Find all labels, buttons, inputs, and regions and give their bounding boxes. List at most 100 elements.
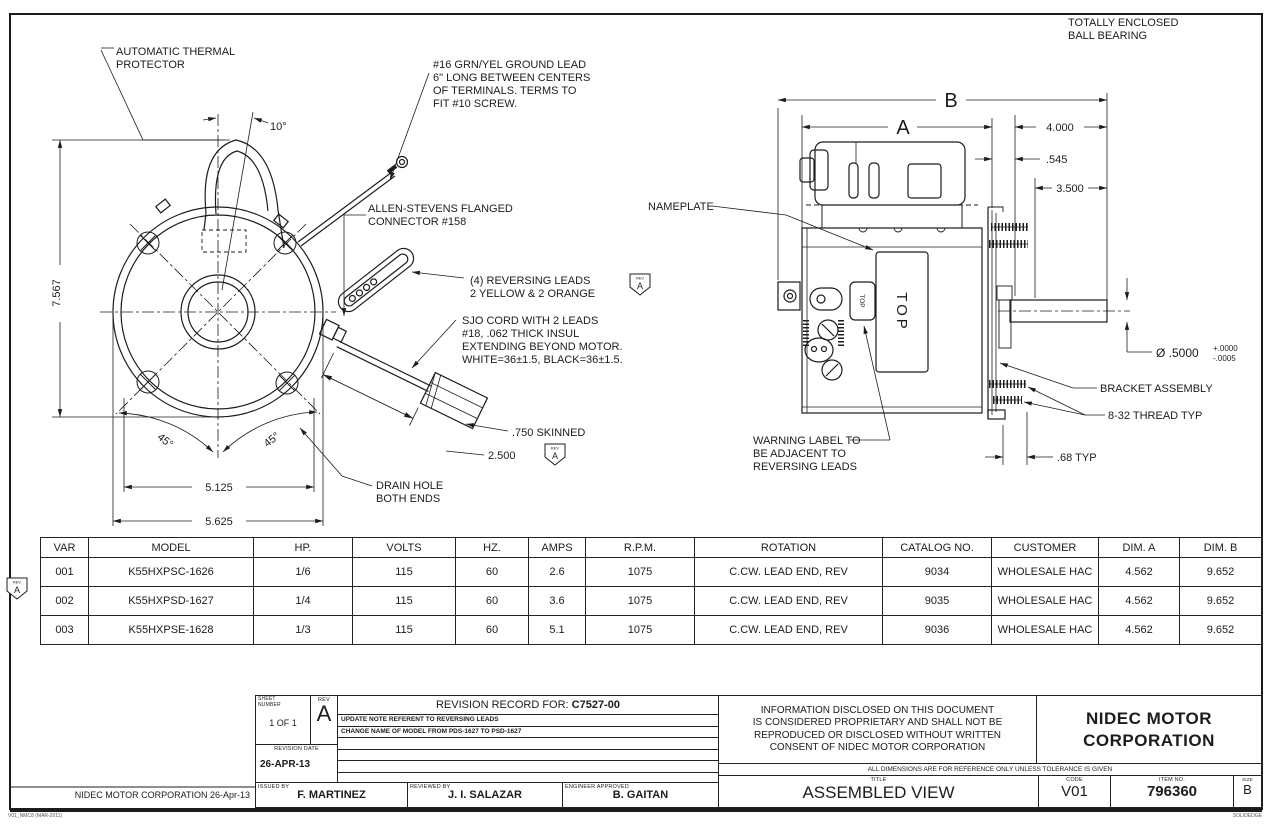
spec-table: VAR MODEL HP. VOLTS HZ. AMPS R.P.M. ROTA…	[40, 537, 1262, 645]
label-connector: ALLEN-STEVENS FLANGED	[368, 203, 513, 215]
svg-text:REVERSING LEADS: REVERSING LEADS	[753, 461, 857, 473]
label-thermal-protector: AUTOMATIC THERMAL	[116, 46, 235, 58]
item-value: 796360	[1146, 783, 1198, 800]
rev-value: A	[316, 701, 332, 726]
warning-label-rect	[849, 281, 876, 321]
side-labels: TOTALLY ENCLOSED BALL BEARING B A 4.000 …	[648, 17, 1238, 473]
col-volts: VOLTS	[352, 537, 456, 558]
svg-text:BE ADJACENT TO: BE ADJACENT TO	[753, 448, 846, 460]
svg-text:REV: REV	[636, 276, 645, 281]
col-var: VAR	[40, 537, 89, 558]
col-amps: AMPS	[528, 537, 586, 558]
tolerance-note: ALL DIMENSIONS ARE FOR REFERENCE ONLY UN…	[867, 766, 1113, 773]
col-customer: CUSTOMER	[991, 537, 1099, 558]
label-thread: 8-32 THREAD TYP	[1108, 410, 1202, 422]
svg-text:6" LONG BETWEEN CENTERS: 6" LONG BETWEEN CENTERS	[433, 72, 590, 84]
issued-by-label: ISSUED BY	[258, 784, 290, 790]
svg-text:2 YELLOW & 2 ORANGE: 2 YELLOW & 2 ORANGE	[470, 288, 595, 300]
dim-10deg	[202, 117, 269, 124]
title-cell: TITLE ASSEMBLED VIEW	[718, 775, 1039, 808]
col-catalog: CATALOG NO.	[882, 537, 992, 558]
label-dim-b: B	[944, 90, 957, 112]
front-leaders	[100, 47, 509, 487]
col-hp: HP.	[253, 537, 353, 558]
sheet-border	[9, 13, 1263, 812]
svg-text:REV: REV	[13, 580, 22, 585]
item-cell: ITEM NO. 796360	[1110, 775, 1234, 808]
svg-text:A: A	[14, 585, 20, 595]
label-dim-a: A	[896, 117, 910, 139]
dim-68	[985, 412, 1053, 465]
label-top-small: TOP	[858, 294, 865, 307]
revision-note-empty	[338, 761, 718, 773]
drawing-title: ASSEMBLED VIEW	[802, 783, 955, 802]
label-dim-545: .545	[1046, 154, 1067, 166]
company-name: NIDEC MOTOR CORPORATION	[1083, 709, 1215, 750]
label-dim-5125: 5.125	[205, 482, 233, 494]
connector-fitting	[318, 318, 348, 343]
reviewed-by-cell: REVIEWED BY J. I. SALAZAR	[407, 782, 563, 808]
size-cell: SIZE B	[1233, 775, 1262, 808]
item-label: ITEM NO.	[1158, 777, 1186, 783]
revision-record-number: C7527-00	[571, 699, 620, 711]
label-ground-lead: #16 GRN/YEL GROUND LEAD	[433, 59, 586, 71]
size-value: B	[1243, 782, 1252, 797]
rev-label: REV	[318, 697, 330, 703]
revision-note-empty	[338, 738, 718, 750]
sheet-number-value: 1 OF 1	[269, 718, 297, 728]
terminal-box	[799, 141, 966, 206]
issued-by-cell: ISSUED BY F. MARTINEZ	[255, 782, 408, 808]
label-skinned: .750 SKINNED	[512, 427, 585, 439]
label-drain-hole: DRAIN HOLE	[376, 480, 443, 492]
company-cell: NIDEC MOTOR CORPORATION	[1036, 695, 1262, 764]
code-value: V01	[1061, 783, 1088, 800]
svg-text:REV: REV	[551, 446, 560, 451]
label-top: TOP	[893, 292, 910, 332]
engineer-approved-value: B. GAITAN	[612, 789, 669, 801]
proprietary-note-cell: INFORMATION DISCLOSED ON THIS DOCUMENT I…	[718, 695, 1037, 764]
svg-text:A: A	[637, 281, 643, 291]
label-tol-plus: +.0000	[1213, 344, 1238, 353]
svg-text:BALL BEARING: BALL BEARING	[1068, 30, 1147, 42]
revision-note-empty	[338, 750, 718, 762]
reversing-leads-bundle	[337, 247, 415, 313]
label-dim-3500: 3.500	[1056, 183, 1084, 195]
front-labels: AUTOMATIC THERMAL PROTECTOR 10° #16 GRN/…	[51, 46, 623, 528]
label-dim-68: .68 TYP	[1057, 452, 1097, 464]
label-tol-minus: -.0005	[1213, 354, 1236, 363]
label-warning: WARNING LABEL TO	[753, 435, 861, 447]
label-nameplate: NAMEPLATE	[648, 201, 714, 213]
label-bracket: BRACKET ASSEMBLY	[1100, 383, 1213, 395]
ground-lead	[297, 155, 409, 247]
label-angle-45-left: 45°	[155, 431, 176, 451]
svg-text:WHITE=36±1.5, BLACK=36±1.5.: WHITE=36±1.5, BLACK=36±1.5.	[462, 354, 623, 366]
side-view	[711, 93, 1152, 465]
lead-boss	[777, 281, 843, 311]
engineer-approved-cell: ENGINEER APPROVED B. GAITAN	[562, 782, 719, 808]
mounting-bolts	[136, 231, 299, 395]
dim-5625	[112, 316, 324, 526]
svg-text:#18, .062 THICK INSUL: #18, .062 THICK INSUL	[462, 328, 579, 340]
cad-note: SOLIDEDGE	[1232, 813, 1262, 819]
svg-text:A: A	[552, 451, 558, 461]
table-header-row: VAR MODEL HP. VOLTS HZ. AMPS R.P.M. ROTA…	[40, 537, 1262, 558]
svg-text:BOTH ENDS: BOTH ENDS	[376, 493, 440, 505]
col-rotation: ROTATION	[694, 537, 883, 558]
sheet-number-cell: SHEET NUMBER 1 OF 1	[255, 695, 311, 745]
front-view	[52, 47, 509, 526]
label-dim-5625: 5.625	[205, 516, 233, 528]
nameplate-rect	[875, 251, 929, 373]
footer-company-date: NIDEC MOTOR CORPORATION 26-Apr-13	[74, 790, 250, 800]
revision-date-label: REVISION DATE	[274, 746, 319, 752]
label-sjo-cord: SJO CORD WITH 2 LEADS	[462, 315, 598, 327]
label-angle-45-right: 45°	[262, 430, 283, 450]
size-label: SIZE	[1242, 777, 1253, 782]
proprietary-note: INFORMATION DISCLOSED ON THIS DOCUMENT I…	[752, 704, 1003, 754]
reviewed-by-value: J. I. SALAZAR	[448, 789, 522, 801]
revision-date-value: 26-APR-13	[260, 759, 311, 770]
revision-note: UPDATE NOTE REFERENT TO REVERSING LEADS	[338, 715, 718, 727]
svg-text:CONNECTOR #158: CONNECTOR #158	[368, 216, 466, 228]
